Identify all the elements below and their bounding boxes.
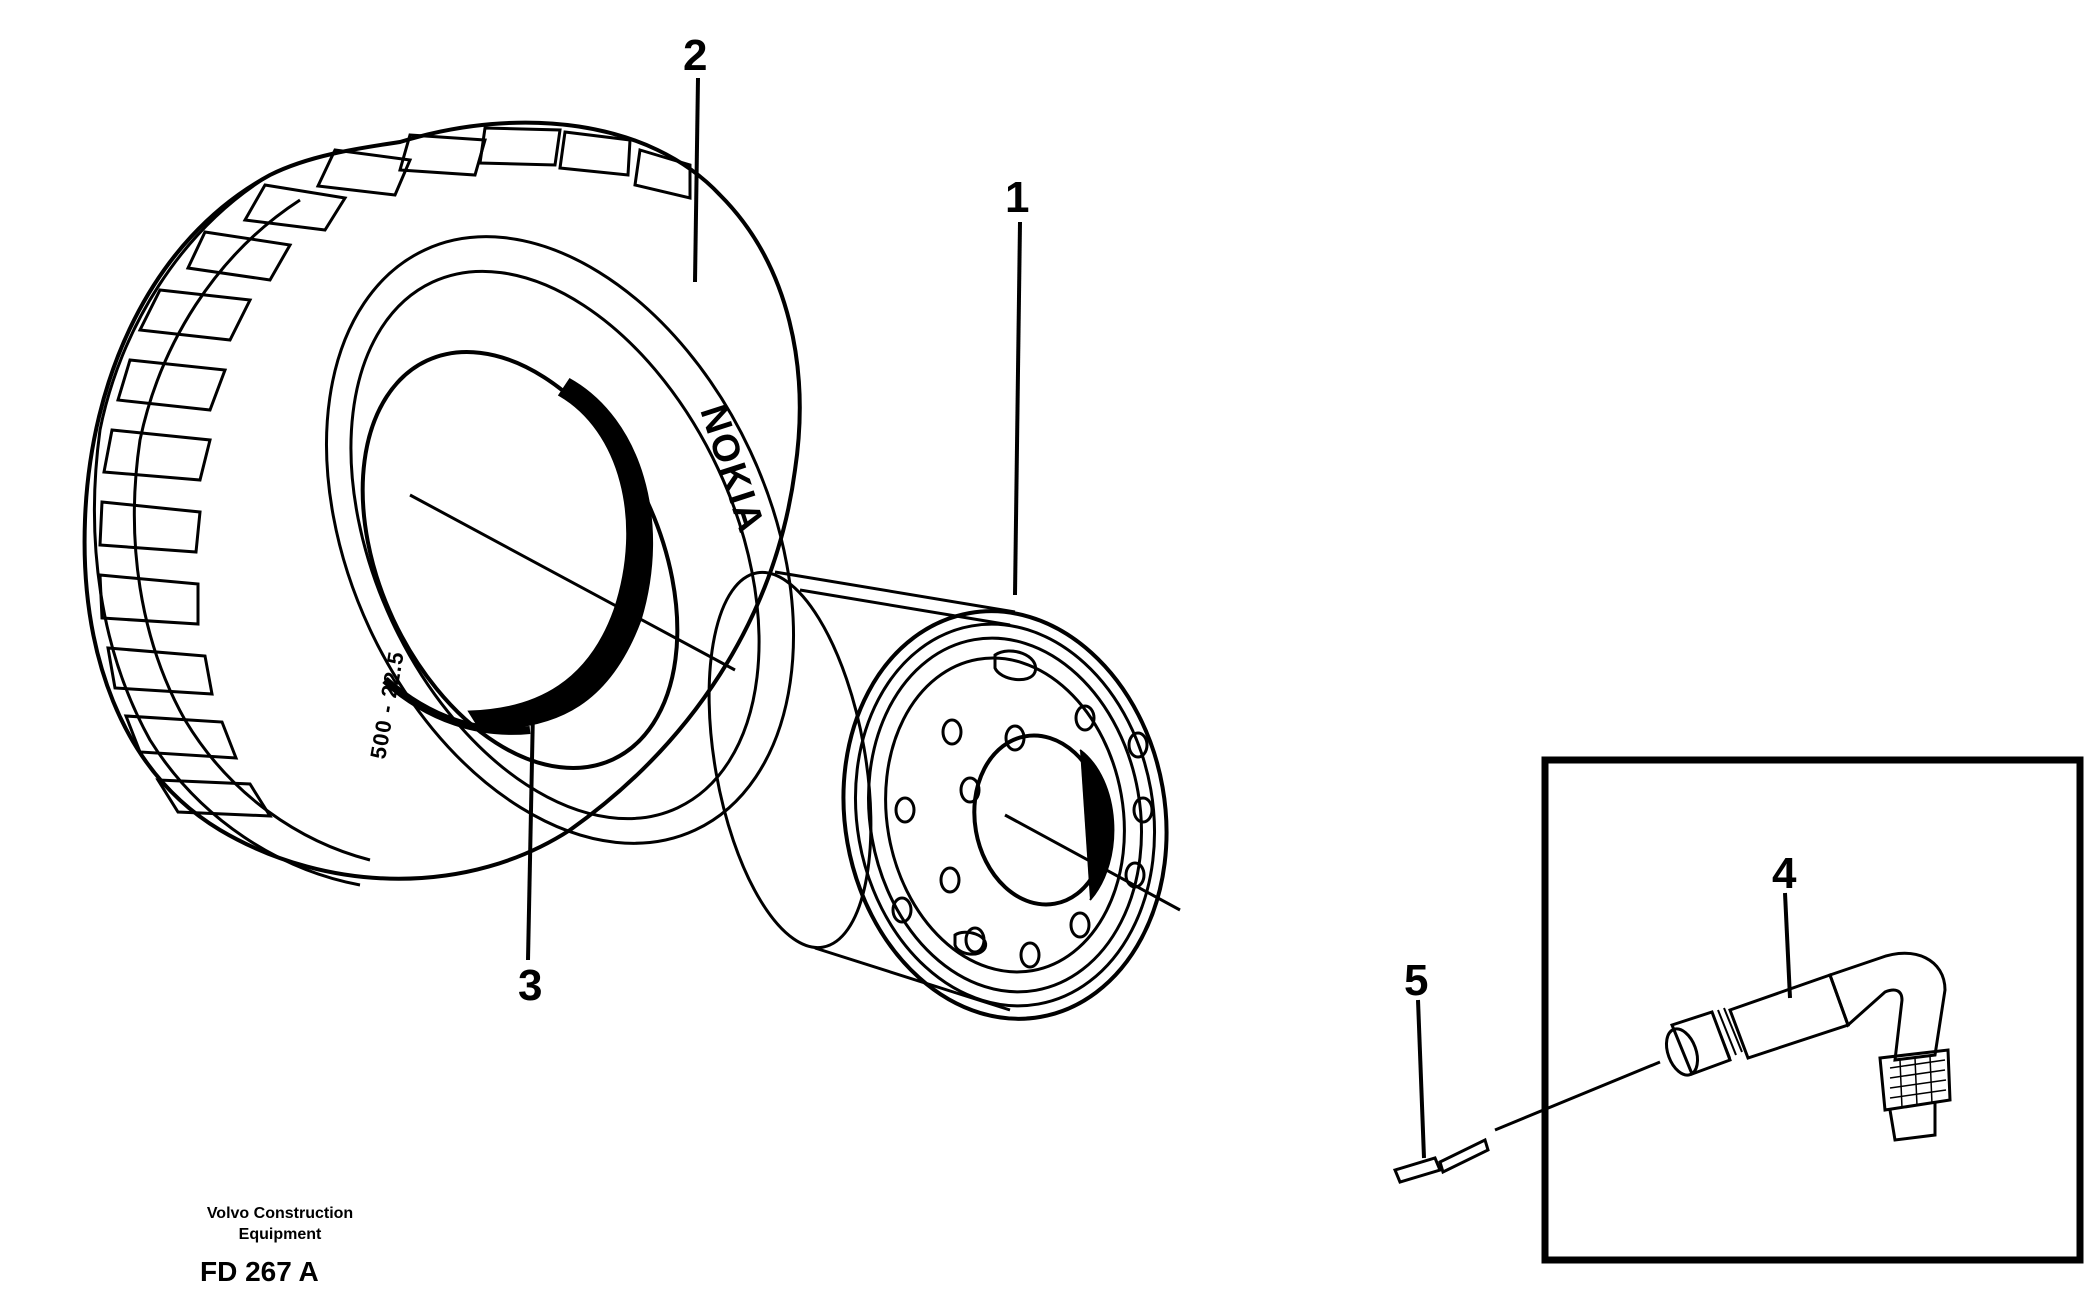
valve-detail-inset [1541, 756, 2084, 1264]
company-name-line1: Volvo Construction [206, 1205, 354, 1222]
callout-3: 3 [518, 961, 542, 1010]
valve-assembly-line [1494, 1060, 1661, 1132]
leader-line-2 [693, 77, 700, 283]
callout-4: 4 [1772, 849, 1797, 898]
callout-2: 2 [683, 31, 707, 80]
assembly-axis-line [409, 493, 736, 672]
leader-line-5 [1416, 999, 1426, 1159]
leader-line-1 [1013, 221, 1022, 596]
drawing-code: FD 267 A [200, 1256, 319, 1287]
assembly-axis-line-rim [1004, 813, 1181, 912]
leader-lines [526, 77, 1792, 1159]
tire-drawing [82, 120, 802, 887]
leader-line-3 [526, 709, 535, 961]
rim-bolt-holes [891, 704, 1154, 969]
callout-5: 5 [1404, 956, 1428, 1005]
callout-1: 1 [1005, 173, 1029, 222]
valve-drawing [1664, 951, 1952, 1142]
rim-drawing [707, 570, 1169, 1021]
leader-line-4 [1783, 892, 1792, 999]
tread-lugs [98, 126, 692, 818]
tire-brand-text: NOKIA [691, 400, 772, 539]
tire-size-text: 500 - 22.5 [365, 649, 409, 761]
valve-core-drawing [1392, 1137, 1490, 1184]
company-name-line2: Equipment [238, 1226, 322, 1243]
